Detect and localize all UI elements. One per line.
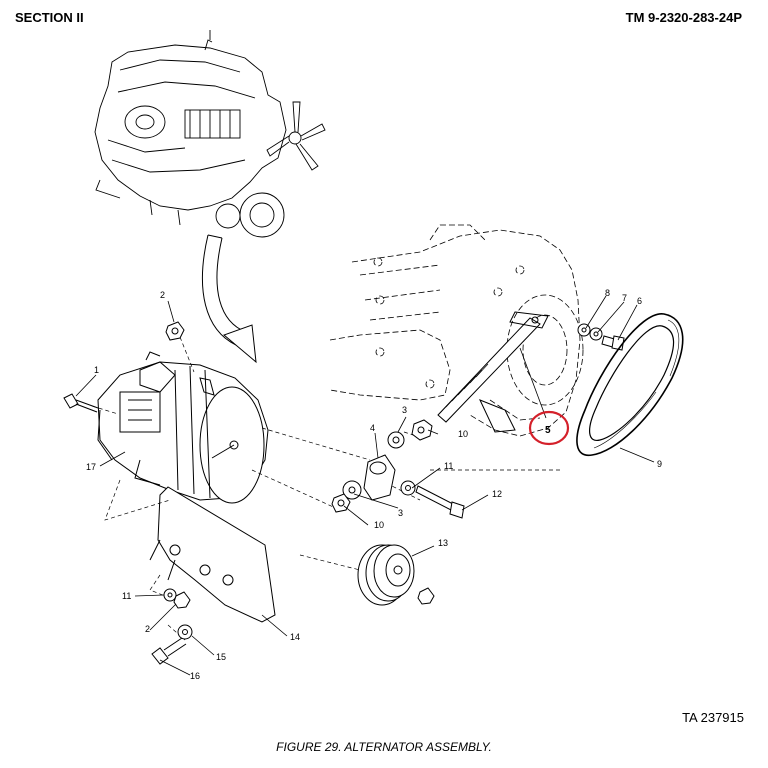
figure-caption: FIGURE 29. ALTERNATOR ASSEMBLY.: [276, 740, 492, 754]
callout-7: 7: [622, 293, 627, 303]
location-arrow: [202, 234, 257, 364]
callout-13: 13: [438, 538, 448, 548]
callout-11-right: 11: [444, 461, 453, 471]
exploded-view-leaders: [91, 336, 560, 641]
callout-4: 4: [370, 423, 375, 433]
callout-2-bottom: 2: [145, 624, 150, 634]
section-label: SECTION II: [15, 10, 84, 25]
drive-belt-9: [576, 313, 684, 457]
callout-3-upper: 3: [402, 405, 407, 415]
callout-2-top: 2: [160, 290, 165, 300]
callout-leaders: [75, 295, 655, 676]
manual-number: TM 9-2320-283-24P: [625, 10, 742, 25]
spacer-and-washers: [342, 431, 405, 501]
pulley-13: [357, 544, 435, 606]
belt-adjust-hardware: [577, 323, 625, 351]
lockwasher-11: [400, 480, 416, 496]
callout-9: 9: [657, 459, 662, 469]
alternator-bracket: [149, 486, 276, 623]
callout-12: 12: [492, 489, 502, 499]
figure-id: TA 237915: [682, 710, 744, 725]
adjusting-link: [437, 311, 549, 433]
bolt-12: [415, 485, 465, 519]
callout-14: 14: [290, 632, 300, 642]
callout-16: 16: [190, 671, 200, 681]
callout-10-upper: 10: [458, 429, 468, 439]
callout-5: 5: [545, 425, 551, 436]
engine-illustration: [94, 30, 326, 238]
callout-1: 1: [94, 365, 99, 375]
callout-15: 15: [216, 652, 226, 662]
nut-2-top: [165, 321, 185, 341]
engine-block-outline: [329, 224, 584, 437]
alternator-body: [97, 351, 269, 504]
callout-8: 8: [605, 288, 610, 298]
bracket-hardware: [151, 588, 193, 665]
highlight-circle: [528, 410, 570, 446]
callout-3-lower: 3: [398, 508, 403, 518]
callout-10-lower: 10: [374, 520, 384, 530]
callout-numbers: 1 2 3 4 3 10 10 11 12 5 6 7 8 9 13 14 11…: [86, 288, 662, 681]
callout-11-left: 11: [122, 591, 131, 601]
callout-6: 6: [637, 296, 642, 306]
bolt-1: [63, 393, 99, 413]
callout-17: 17: [86, 462, 96, 472]
